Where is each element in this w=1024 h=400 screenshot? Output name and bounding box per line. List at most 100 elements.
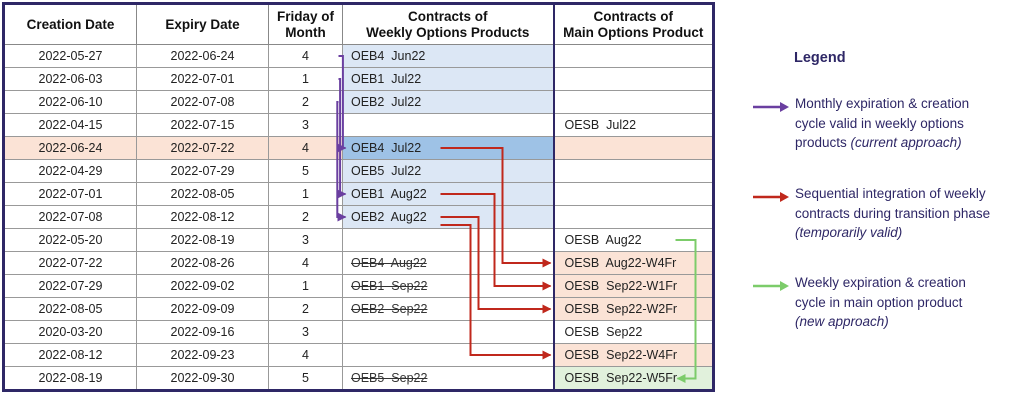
creation-date-cell: 2022-07-08	[3, 205, 137, 229]
friday-of-month-text: 4	[302, 49, 309, 63]
friday-of-month-text: 4	[302, 348, 309, 362]
legend-note: (new approach)	[795, 314, 889, 329]
header-friday-line1: Friday of	[276, 8, 334, 24]
creation-date-cell: 2022-07-22	[3, 251, 137, 275]
friday-of-month-cell: 4	[268, 44, 343, 68]
expiry-date-text: 2022-07-08	[170, 95, 235, 109]
expiry-date-text: 2022-09-23	[170, 348, 235, 362]
weekly-contract-text: OEB2 Aug22	[351, 210, 427, 224]
friday-of-month-cell: 2	[268, 297, 343, 321]
expiry-date-text: 2022-09-09	[170, 302, 235, 316]
friday-of-month-text: 2	[302, 210, 309, 224]
expiry-date-text: 2022-06-24	[170, 49, 235, 63]
creation-date-cell: 2022-08-05	[3, 297, 137, 321]
creation-date-text: 2022-06-10	[38, 95, 103, 109]
friday-of-month-cell: 3	[268, 113, 343, 137]
friday-of-month-cell: 1	[268, 67, 343, 91]
table-row: 2022-07-08 2022-08-12 2 OEB2 Aug22	[3, 205, 714, 229]
weekly-contract-cell: OEB2 Aug22	[342, 205, 555, 229]
creation-date-text: 2022-04-29	[38, 164, 103, 178]
creation-date-cell: 2022-08-19	[3, 366, 137, 391]
weekly-contract-cell: OEB1 Sep22	[342, 274, 555, 298]
weekly-contract-text: OEB1 Jul22	[351, 72, 422, 86]
main-contract-cell: OESB Sep22-W1Fr	[553, 274, 714, 298]
creation-date-text: 2022-08-05	[38, 302, 103, 316]
friday-of-month-text: 4	[302, 256, 309, 270]
creation-date-cell: 2022-05-20	[3, 228, 137, 252]
legend-arrow-icon	[753, 192, 789, 202]
header-weekly-line2: Weekly Options Products	[366, 24, 530, 40]
main-contract-cell	[553, 205, 714, 229]
friday-of-month-text: 2	[302, 302, 309, 316]
main-contract-text: OESB Sep22-W1Fr	[564, 279, 678, 293]
weekly-contract-cell	[342, 113, 555, 137]
weekly-contract-cell: OEB4 Jul22	[342, 136, 555, 160]
header-main-contracts: Contracts of Main Options Product	[553, 3, 714, 45]
friday-of-month-cell: 4	[268, 251, 343, 275]
friday-of-month-cell: 1	[268, 274, 343, 298]
weekly-contract-cell: OEB4 Jun22	[342, 44, 555, 68]
expiry-date-text: 2022-07-01	[170, 72, 235, 86]
friday-of-month-text: 5	[302, 164, 309, 178]
creation-date-text: 2022-05-20	[38, 233, 103, 247]
expiry-date-cell: 2022-09-16	[136, 320, 269, 344]
creation-date-text: 2020-03-20	[38, 325, 103, 339]
friday-of-month-cell: 3	[268, 228, 343, 252]
header-creation-date: Creation Date	[3, 3, 137, 45]
creation-date-text: 2022-08-19	[38, 371, 103, 385]
friday-of-month-text: 1	[302, 279, 309, 293]
expiry-date-cell: 2022-09-09	[136, 297, 269, 321]
main-contract-text: OESB Sep22	[564, 325, 643, 339]
expiry-date-text: 2022-09-02	[170, 279, 235, 293]
legend-line: cycle in main option product	[795, 294, 963, 310]
expiry-date-text: 2022-07-15	[170, 118, 235, 132]
expiry-date-text: 2022-08-12	[170, 210, 235, 224]
header-friday-line2: Month	[285, 24, 326, 40]
friday-of-month-text: 1	[302, 187, 309, 201]
main-contract-text: OESB Aug22	[564, 233, 642, 247]
header-main-line2: Main Options Product	[563, 24, 704, 40]
header-main-line1: Contracts of	[593, 8, 673, 24]
weekly-contract-cell	[342, 320, 555, 344]
main-contract-cell: OESB Aug22	[553, 228, 714, 252]
weekly-contract-cell	[342, 343, 555, 367]
main-contract-cell	[553, 67, 714, 91]
expiry-date-text: 2022-08-26	[170, 256, 235, 270]
legend-line: contracts during transition phase	[795, 205, 991, 221]
expiry-date-text: 2022-08-05	[170, 187, 235, 201]
weekly-contract-text: OEB1 Aug22	[351, 187, 427, 201]
weekly-contract-cell: OEB5 Jul22	[342, 159, 555, 183]
creation-date-cell: 2022-04-29	[3, 159, 137, 183]
legend-title: Legend	[794, 50, 846, 66]
friday-of-month-cell: 3	[268, 320, 343, 344]
friday-of-month-text: 3	[302, 233, 309, 247]
friday-of-month-cell: 1	[268, 182, 343, 206]
header-friday-of-month: Friday of Month	[268, 3, 343, 45]
weekly-contract-text: OEB1 Sep22	[351, 279, 428, 293]
friday-of-month-cell: 5	[268, 366, 343, 391]
creation-date-text: 2022-06-03	[38, 72, 103, 86]
main-contract-cell: OESB Sep22-W5Fr	[553, 366, 714, 391]
legend-line: Sequential integration of weekly	[795, 186, 986, 201]
weekly-contract-text: OEB4 Jun22	[351, 49, 426, 63]
friday-of-month-text: 5	[302, 371, 309, 385]
expiry-date-cell: 2022-09-30	[136, 366, 269, 391]
friday-of-month-text: 3	[302, 118, 309, 132]
main-contract-cell	[553, 44, 714, 68]
legend-text: Sequential integration of weekly contract…	[795, 184, 1021, 243]
expiry-date-cell: 2022-08-05	[136, 182, 269, 206]
main-contract-cell: OESB Sep22-W2Fr	[553, 297, 714, 321]
expiry-date-cell: 2022-07-08	[136, 90, 269, 114]
expiry-date-cell: 2022-09-23	[136, 343, 269, 367]
expiry-date-cell: 2022-09-02	[136, 274, 269, 298]
friday-of-month-cell: 5	[268, 159, 343, 183]
